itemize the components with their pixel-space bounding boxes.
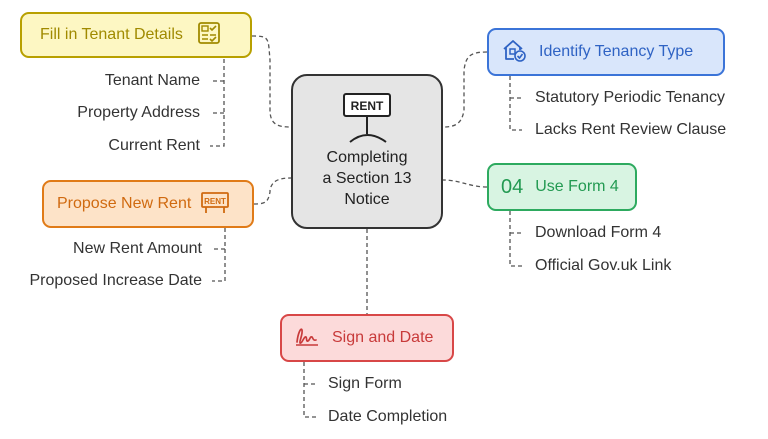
rent-sign-icon: RENT: [200, 190, 230, 219]
leaf-current-rent: Current Rent: [108, 137, 200, 154]
branch-propose-new-rent: Propose New Rent RENT: [42, 180, 254, 228]
signature-icon: [294, 325, 320, 352]
branch-sign-label: Sign and Date: [332, 329, 434, 346]
leaf-proposed-increase-date: Proposed Increase Date: [29, 272, 202, 289]
leaf-sign-form: Sign Form: [328, 375, 402, 392]
house-check-icon: [501, 37, 527, 68]
branch-tenant-details: Fill in Tenant Details: [20, 12, 252, 58]
rent-sign-text: RENT: [351, 99, 384, 113]
leaf-tenant-name: Tenant Name: [104, 72, 200, 89]
form-icon: [197, 21, 221, 50]
leaf-new-rent-amount: New Rent Amount: [73, 240, 202, 257]
leaf-statutory-periodic-tenancy: Statutory Periodic Tenancy: [535, 89, 726, 106]
branch-identify-tenancy-type: Identify Tenancy Type: [487, 28, 725, 76]
branch-tenant-label: Fill in Tenant Details: [40, 26, 183, 43]
form-number-badge: 04: [501, 175, 524, 198]
central-topic-title: Completing a Section 13 Notice: [322, 149, 412, 208]
rent-icon-text: RENT: [204, 197, 226, 206]
leaf-property-address: Property Address: [77, 104, 200, 121]
leaf-official-govuk-link: Official Gov.uk Link: [535, 257, 672, 274]
branch-form-label: Use Form 4: [535, 178, 619, 195]
branch-tenancy-label: Identify Tenancy Type: [539, 43, 694, 60]
leaf-download-form-4: Download Form 4: [535, 224, 662, 241]
branch-sign-and-date: Sign and Date: [280, 314, 454, 362]
branch-use-form-4: 04 Use Form 4: [487, 163, 637, 211]
leaf-date-completion: Date Completion: [328, 408, 448, 425]
central-topic-node: RENT Completing a Section 13 Notice: [291, 74, 443, 229]
rent-sign-icon: RENT: [343, 93, 391, 143]
leaf-lacks-rent-review-clause: Lacks Rent Review Clause: [535, 121, 727, 138]
branch-rent-label: Propose New Rent: [57, 195, 192, 212]
